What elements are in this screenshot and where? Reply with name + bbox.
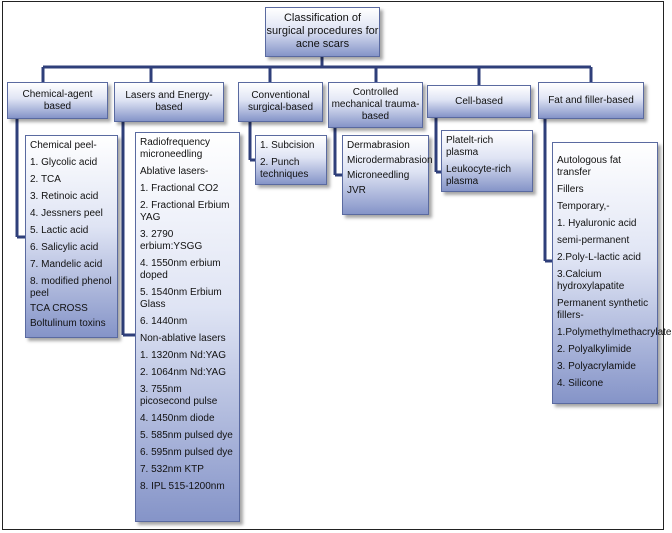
list-item: 4. Jessners peel xyxy=(30,208,103,219)
list-item: 6. 595nm pulsed dye xyxy=(140,447,233,458)
list-item: 5. Lactic acid xyxy=(30,225,89,236)
list-item: 1.Polymethylmethacrylate xyxy=(557,327,672,338)
list-item: 5. 1540nm Erbium Glass xyxy=(140,287,222,310)
list-mechanical: Dermabrasion Microdermabrasion Microneed… xyxy=(342,135,433,215)
list-item: 1. Fractional CO2 xyxy=(140,183,219,194)
list-item: 4. 1550nm erbium doped xyxy=(140,258,221,281)
category-fat-filler: Fat and filler-based xyxy=(538,82,644,119)
list-item: Permanent synthetic fillers- xyxy=(557,298,649,321)
list-item: 2. Fractional Erbium YAG xyxy=(140,200,230,223)
list-item: 2. Polyalkylimide xyxy=(557,344,632,355)
root-label: Classification of surgical procedures fo… xyxy=(266,12,379,50)
category-label: Chemical-agent based xyxy=(22,88,93,112)
list-item: 3. 755nm picosecond pulse xyxy=(140,384,218,407)
list-item: 3. Polyacrylamide xyxy=(557,361,636,372)
list-item: 2.Poly-L-lactic acid xyxy=(557,252,641,263)
root-node: Classification of surgical procedures fo… xyxy=(265,7,380,57)
list-item: Autologous fat transfer xyxy=(557,155,621,178)
list-item: Non-ablative lasers xyxy=(140,333,226,344)
list-conventional: 1. Subcision 2. Punch techniques xyxy=(255,135,327,185)
list-item: semi-permanent xyxy=(557,235,630,246)
list-item: 7. Mandelic acid xyxy=(30,259,103,270)
list-item: Microneedling xyxy=(347,170,410,181)
list-item: 8. modified phenol peel xyxy=(30,276,112,299)
list-item: Dermabrasion xyxy=(347,140,410,151)
list-item: 1. Hyaluronic acid xyxy=(557,218,637,229)
list-item: Chemical peel- xyxy=(30,140,97,151)
category-chemical: Chemical-agent based xyxy=(7,82,108,119)
category-cell: Cell-based xyxy=(427,85,531,118)
list-chemical: Chemical peel- 1. Glycolic acid 2. TCA 3… xyxy=(25,135,118,338)
category-conventional: Conventional surgical-based xyxy=(238,82,323,122)
list-item: Leukocyte-rich plasma xyxy=(446,164,512,187)
list-lasers: Radiofrequency microneedling Ablative la… xyxy=(135,132,240,522)
list-item: 3. Retinoic acid xyxy=(30,191,99,202)
category-label: Fat and filler-based xyxy=(548,94,634,106)
list-item: Temporary,- xyxy=(557,201,610,212)
list-item: Fillers xyxy=(557,184,584,195)
list-item: Radiofrequency microneedling xyxy=(140,137,211,160)
list-item: Boltulinum toxins xyxy=(30,318,106,329)
category-label: Controlled mechanical trauma-based xyxy=(331,87,420,122)
category-lasers: Lasers and Energy-based xyxy=(114,82,224,122)
list-item: 1. Glycolic acid xyxy=(30,157,98,168)
list-fat-filler: Autologous fat transfer Fillers Temporar… xyxy=(552,142,672,404)
list-cell: Platelt-rich plasma Leukocyte-rich plasm… xyxy=(441,130,533,192)
list-item: Microdermabrasion xyxy=(347,155,433,166)
list-item: 6. Salicylic acid xyxy=(30,242,99,253)
list-item: TCA CROSS xyxy=(30,303,88,314)
list-item: 6. 1440nm xyxy=(140,316,188,327)
list-item: 7. 532nm KTP xyxy=(140,464,204,475)
category-label: Cell-based xyxy=(455,95,503,107)
list-item: Platelt-rich plasma xyxy=(446,135,494,158)
list-item: 3.Calcium hydroxylapatite xyxy=(557,269,625,292)
list-item: 1. Subcision xyxy=(260,140,315,151)
list-item: 2. Punch techniques xyxy=(260,157,309,180)
list-item: 3. 2790 erbium:YSGG xyxy=(140,229,203,252)
list-item: Ablative lasers- xyxy=(140,166,209,177)
category-label: Conventional surgical-based xyxy=(247,90,314,113)
list-item: 8. IPL 515-1200nm xyxy=(140,481,225,492)
category-mechanical: Controlled mechanical trauma-based xyxy=(328,82,423,128)
list-item: 4. Silicone xyxy=(557,378,604,389)
list-item: 2. 1064nm Nd:YAG xyxy=(140,367,226,378)
list-item: JVR xyxy=(347,185,366,196)
list-item: 1. 1320nm Nd:YAG xyxy=(140,350,226,361)
category-label: Lasers and Energy-based xyxy=(125,90,213,113)
list-item: 5. 585nm pulsed dye xyxy=(140,430,233,441)
figure-frame xyxy=(2,1,664,530)
list-item: 2. TCA xyxy=(30,174,61,185)
list-item: 4. 1450nm diode xyxy=(140,413,215,424)
